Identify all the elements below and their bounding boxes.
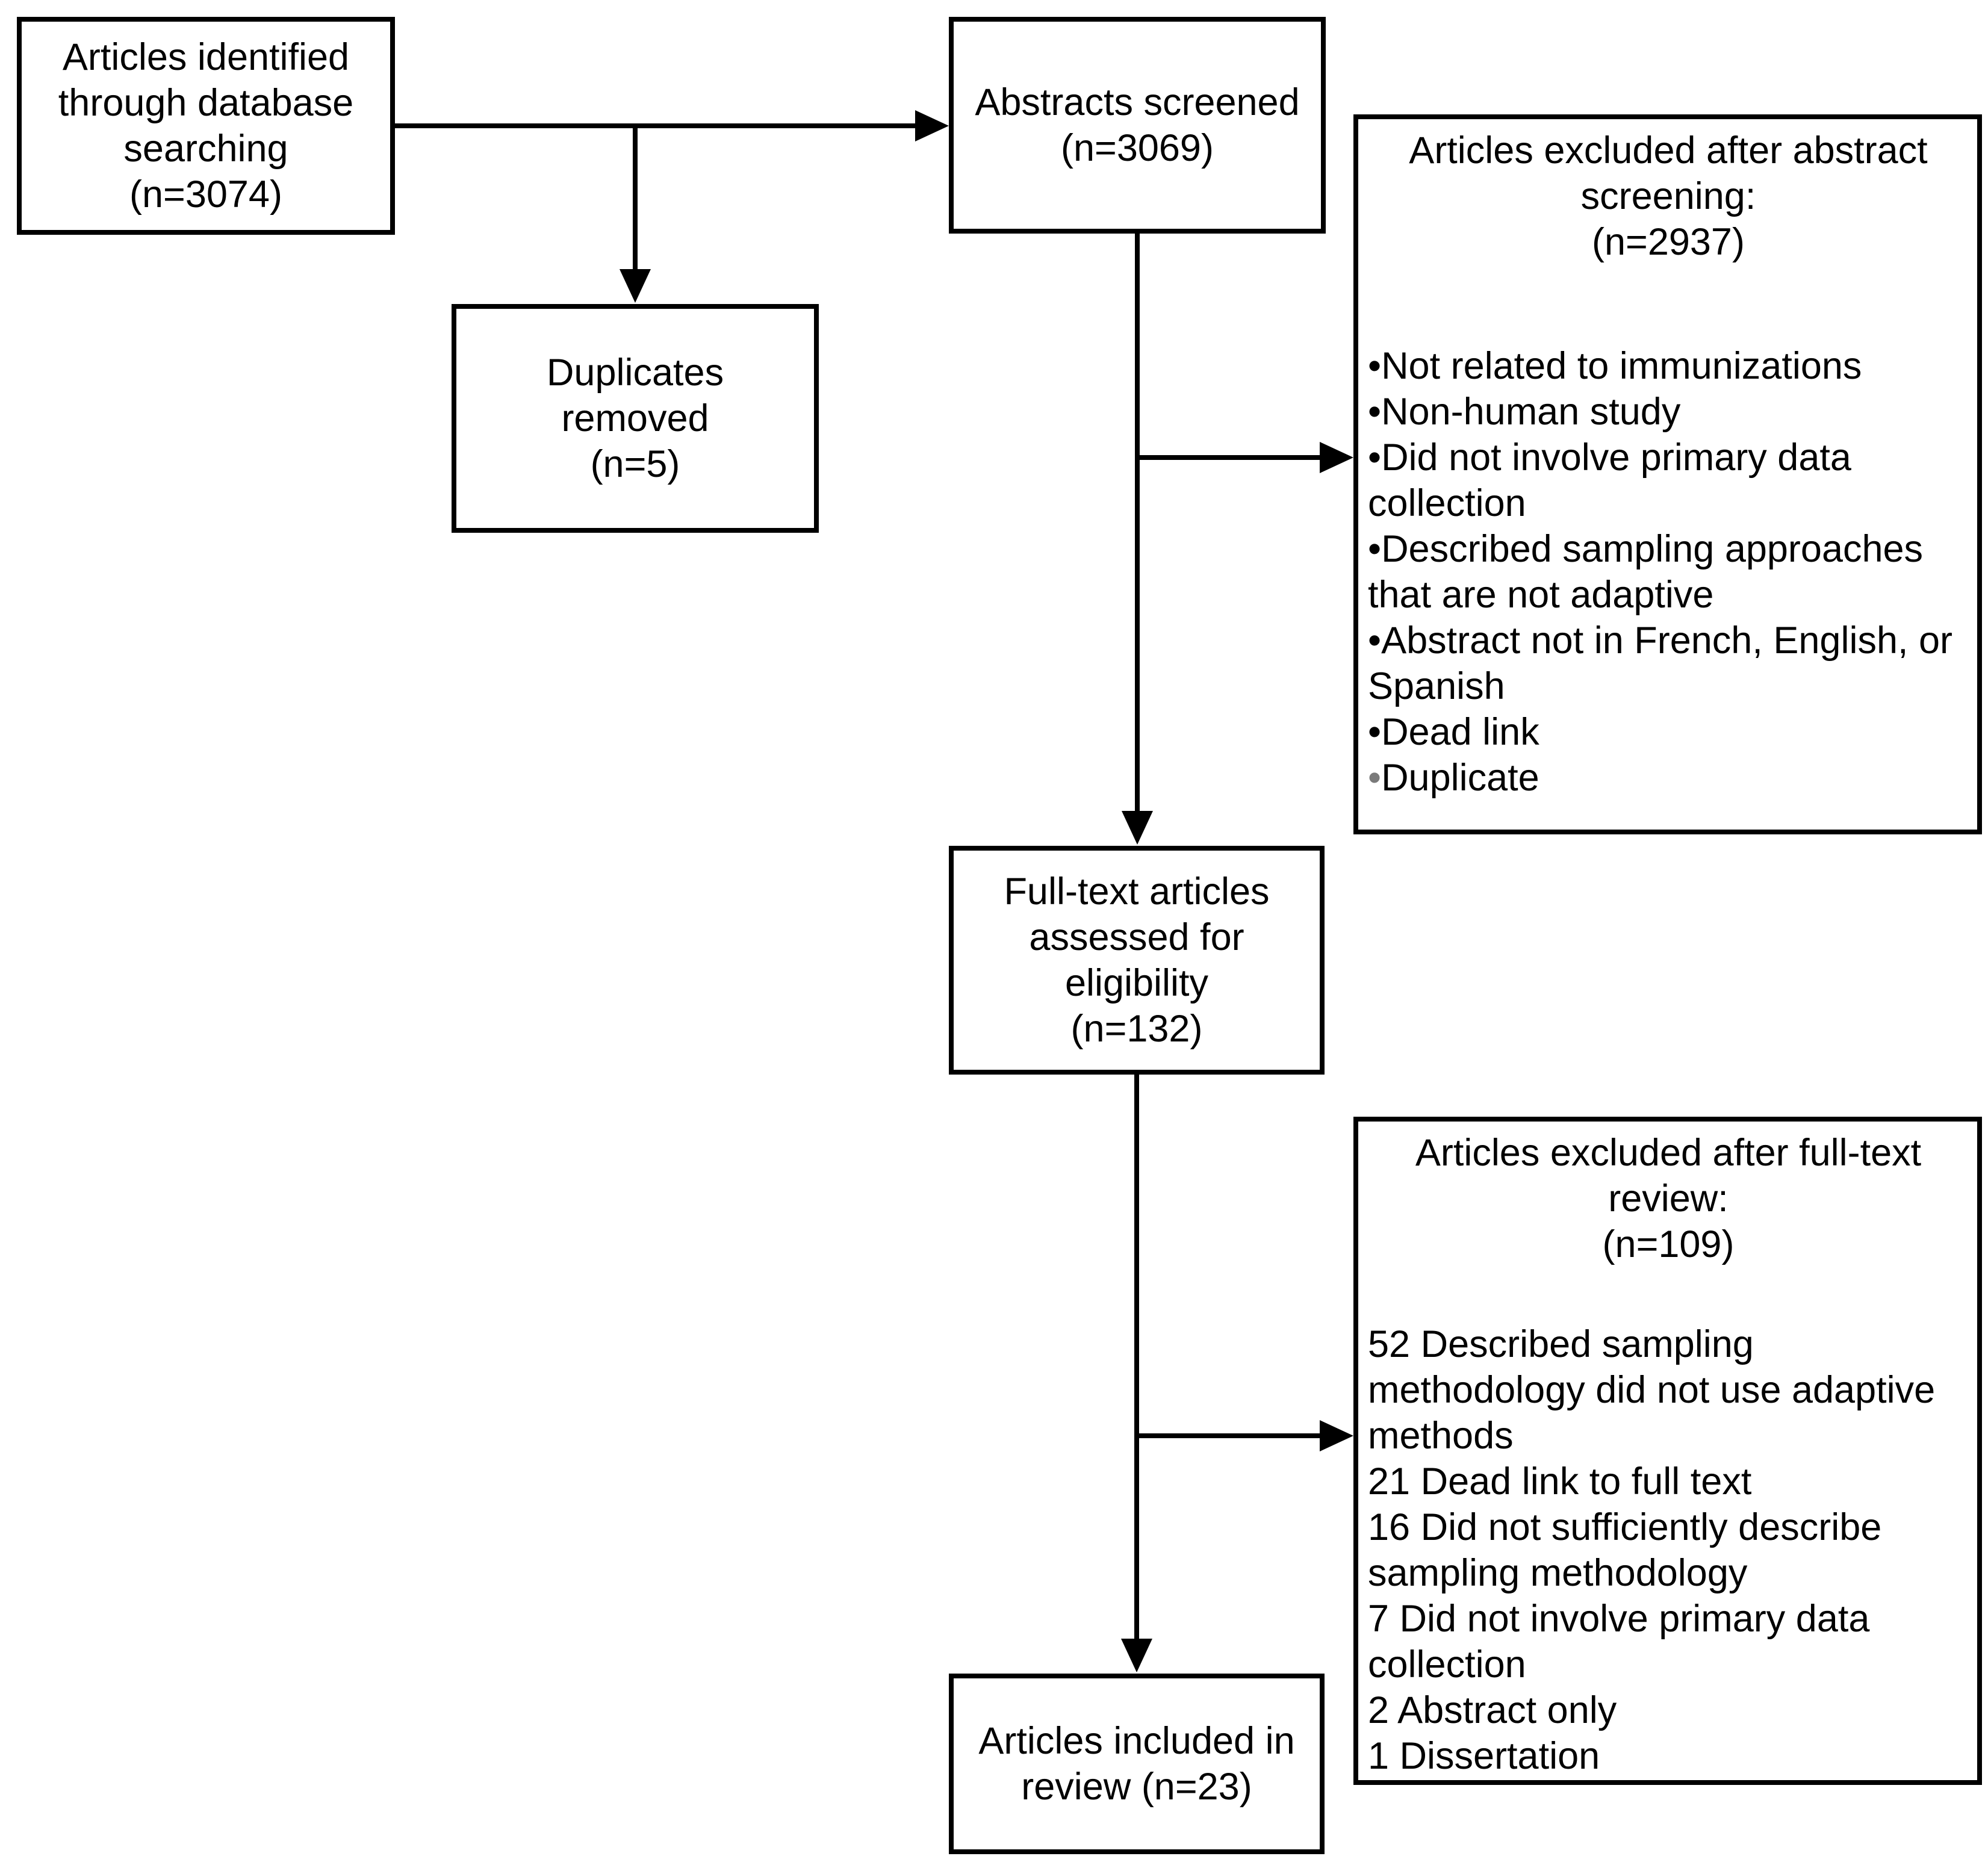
exclusion-reason-text: Duplicate — [1381, 757, 1539, 799]
exclusion-reason-text: 16 Did not sufficiently describe samplin… — [1368, 1506, 1882, 1594]
bullet-glyph: • — [1368, 345, 1382, 387]
arrowhead-into-excluded-abstract — [1320, 442, 1353, 473]
bullet-glyph: • — [1368, 391, 1382, 433]
bullet-glyph: • — [1368, 528, 1382, 570]
exclusion-reason-text: Described sampling approaches that are n… — [1368, 528, 1924, 616]
exclusion-reason-item: •Did not involve primary data collection — [1368, 435, 1969, 526]
exclusion-reason-item: •Abstract not in French, English, or Spa… — [1368, 618, 1969, 709]
exclusion-reason-item: •Duplicate — [1368, 755, 1969, 801]
exclusion-reason-item: •Not related to immunizations — [1368, 343, 1969, 389]
arrowhead-into-duplicates-removed — [620, 269, 651, 303]
exclusion-reason-item: •Dead link — [1368, 709, 1969, 755]
box-articles-identified: Articles identified through database sea… — [17, 17, 395, 235]
exclusion-reason-item: 16 Did not sufficiently describe samplin… — [1368, 1504, 1969, 1596]
excluded-fulltext-reason-list: 52 Described sampling methodology did no… — [1368, 1321, 1969, 1779]
box-excluded-after-abstract-screening: Articles excluded after abstract screeni… — [1353, 114, 1982, 834]
exclusion-reason-text: Non-human study — [1381, 391, 1681, 433]
exclusion-reason-item: •Described sampling approaches that are … — [1368, 526, 1969, 618]
exclusion-reason-item: 2 Abstract only — [1368, 1687, 1969, 1733]
arrowhead-into-excluded-fulltext — [1320, 1420, 1353, 1451]
exclusion-reason-text: 1 Dissertation — [1368, 1735, 1600, 1777]
exclusion-reason-item: 1 Dissertation — [1368, 1733, 1969, 1779]
connector-branch-to-excluded-abstract — [1137, 455, 1321, 460]
exclusion-reason-text: Not related to immunizations — [1381, 345, 1862, 387]
arrowhead-into-fulltext-assessed — [1122, 811, 1153, 845]
articles-identified-label: Articles identified through database sea… — [58, 36, 354, 216]
box-abstracts-screened: Abstracts screened (n=3069) — [949, 17, 1326, 234]
bullet-glyph: • — [1368, 757, 1382, 799]
exclusion-reason-text: Abstract not in French, English, or Span… — [1368, 619, 1952, 707]
connector-branch-to-duplicates — [633, 123, 638, 269]
exclusion-reason-text: 21 Dead link to full text — [1368, 1460, 1752, 1503]
excluded-abstract-title: Articles excluded after abstract screeni… — [1409, 129, 1928, 263]
exclusion-reason-text: 52 Described sampling methodology did no… — [1368, 1323, 1936, 1457]
abstracts-screened-label: Abstracts screened (n=3069) — [975, 81, 1300, 169]
box-articles-included: Articles included in review (n=23) — [949, 1674, 1325, 1854]
connector-screened-to-fulltext — [1135, 234, 1140, 812]
exclusion-reason-item: 21 Dead link to full text — [1368, 1459, 1969, 1504]
articles-included-label: Articles included in review (n=23) — [978, 1720, 1295, 1808]
arrowhead-into-articles-included — [1121, 1639, 1152, 1672]
exclusion-reason-item: 52 Described sampling methodology did no… — [1368, 1321, 1969, 1459]
excluded-abstract-reason-list: •Not related to immunizations•Non-human … — [1368, 343, 1969, 801]
box-duplicates-removed: Duplicates removed (n=5) — [452, 304, 819, 533]
connector-branch-to-excluded-fulltext — [1137, 1433, 1321, 1438]
exclusion-reason-item: 7 Did not involve primary data collectio… — [1368, 1596, 1969, 1687]
exclusion-reason-item: •Non-human study — [1368, 389, 1969, 435]
box-excluded-after-fulltext-review: Articles excluded after full-text review… — [1353, 1117, 1982, 1785]
exclusion-reason-text: Did not involve primary data collection — [1368, 436, 1851, 524]
excluded-fulltext-title: Articles excluded after full-text review… — [1415, 1132, 1922, 1265]
arrowhead-into-abstracts-screened — [915, 110, 949, 141]
connector-fulltext-to-included — [1134, 1075, 1139, 1639]
bullet-glyph: • — [1368, 619, 1382, 662]
bullet-glyph: • — [1368, 436, 1382, 479]
exclusion-reason-text: Dead link — [1381, 711, 1539, 753]
exclusion-reason-text: 7 Did not involve primary data collectio… — [1368, 1598, 1870, 1686]
bullet-glyph: • — [1368, 711, 1382, 753]
duplicates-removed-label: Duplicates removed (n=5) — [546, 352, 724, 485]
connector-identified-to-screened — [395, 123, 916, 128]
fulltext-assessed-label: Full-text articles assessed for eligibil… — [1004, 870, 1270, 1050]
box-fulltext-assessed: Full-text articles assessed for eligibil… — [949, 846, 1325, 1075]
exclusion-reason-text: 2 Abstract only — [1368, 1689, 1617, 1731]
